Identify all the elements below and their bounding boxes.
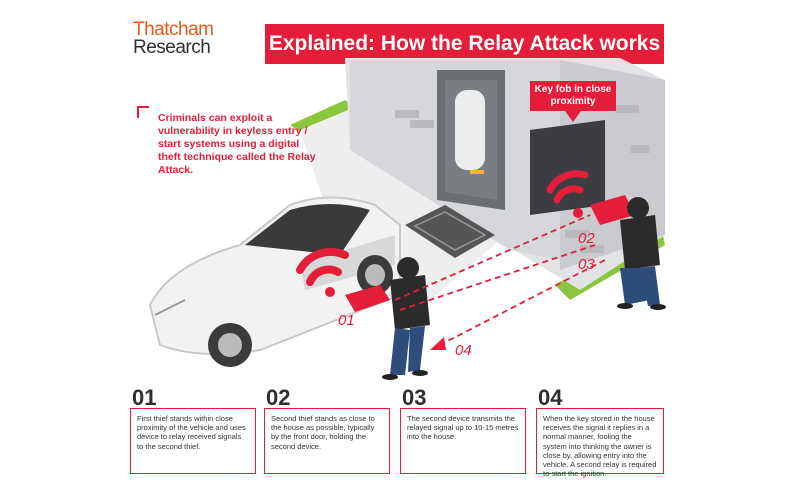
step-number-2: 02	[266, 385, 291, 410]
grass-strip-back	[290, 100, 360, 135]
doormat	[405, 205, 495, 258]
relay-device-icon-2	[590, 195, 635, 225]
marker-04: 04	[455, 342, 472, 359]
brand-logo-line1: Thatcham	[133, 19, 214, 40]
title-banner: Explained: How the Relay Attack works	[265, 24, 664, 64]
marker-02: 02	[578, 230, 595, 247]
callout-pointer	[565, 111, 581, 122]
brand-logo-line2: Research	[133, 37, 211, 58]
thief-figure-2	[617, 197, 666, 310]
arrow-head	[430, 337, 446, 350]
house-illustration	[345, 58, 665, 290]
step-box-1: First thief stands within close proximit…	[130, 408, 256, 474]
thief-figure-1	[382, 257, 430, 380]
step-box-2: Second thief stands as close to the hous…	[264, 408, 390, 474]
key-fob-callout: Key fob in close proximity	[530, 81, 616, 111]
step-number-4: 04	[538, 385, 563, 410]
relay-device-icon-1	[345, 285, 390, 312]
page-title: Explained: How the Relay Attack works	[268, 32, 661, 55]
relay-paths	[394, 214, 606, 346]
step-box-3: The second device transmits the relayed …	[400, 408, 526, 474]
key-fob-window	[530, 120, 605, 215]
wifi-signal-icon	[546, 170, 589, 204]
wifi-signal-icon-car	[296, 247, 349, 286]
step-box-4: When the key stored in the house receive…	[536, 408, 664, 478]
intro-text: Criminals can exploit a vulnerability in…	[158, 112, 316, 176]
marker-01: 01	[338, 312, 355, 329]
step-number-3: 03	[402, 385, 427, 410]
car-illustration	[148, 196, 401, 367]
intro-bracket	[137, 106, 149, 118]
marker-03: 03	[578, 256, 595, 273]
step-number-1: 01	[132, 385, 157, 410]
